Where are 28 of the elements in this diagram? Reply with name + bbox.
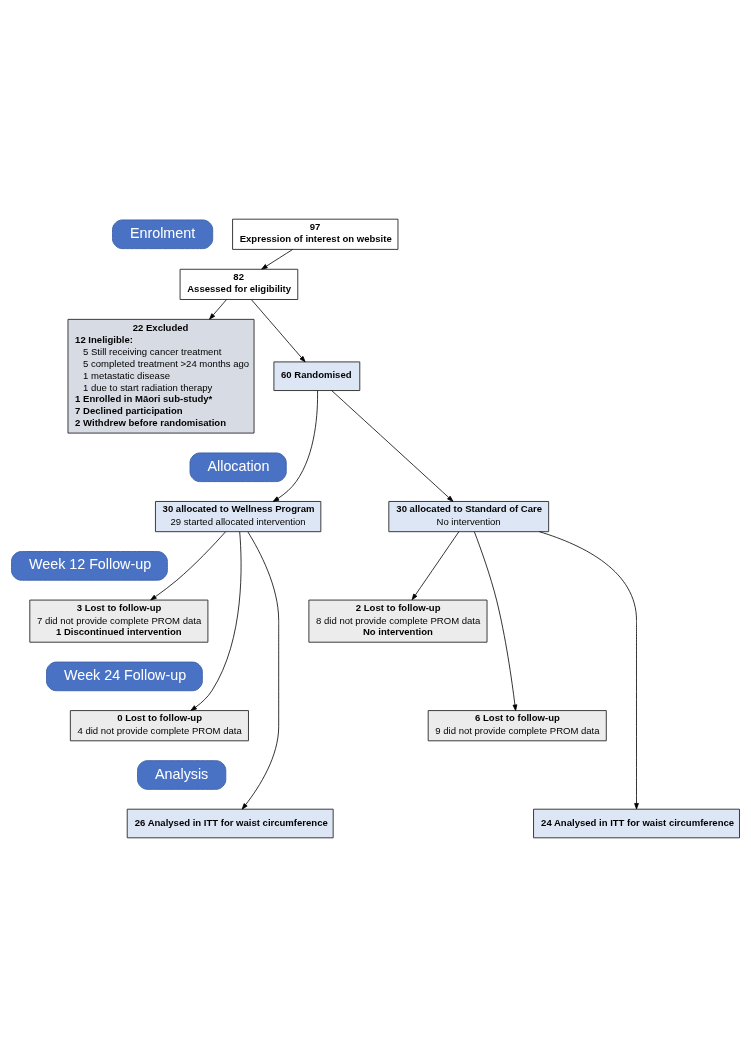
node-box: 22 Excluded 12 Ineligible: 5 Still receiving cancer treatment 5 completed treatment >24 months ago 1 metastatic disease 1 due to start radiation therapy 1 Enrolled in Māori sub-study* 7 Declined participation 2 Withdrew before randomisation — [67, 318, 255, 434]
arrow — [474, 530, 518, 711]
node-box: Enrolment — [112, 219, 214, 249]
arrow — [209, 298, 227, 320]
node-box: 0 Lost to follow-up 4 did not provide complete PROM data — [69, 709, 249, 741]
arrow — [261, 248, 293, 270]
node-box: 2 Lost to follow-up 8 did not provide complete PROM data No intervention — [308, 599, 488, 643]
node-box: 60 Randomised — [273, 360, 361, 391]
node-box: 97 Expression of interest on website — [232, 218, 399, 250]
arrow — [272, 389, 318, 502]
node-box: 24 Analysed in ITT for waist circumference — [533, 808, 740, 838]
node-box: 82 Assessed for eligibility — [179, 268, 299, 300]
arrow — [411, 530, 460, 600]
node-box: 6 Lost to follow-up 9 did not provide complete PROM data — [427, 709, 607, 741]
node-box: 26 Analysed in ITT for waist circumference — [126, 808, 334, 838]
arrow — [331, 389, 454, 502]
arrow — [241, 531, 280, 810]
node-box: 3 Lost to follow-up 7 did not provide complete PROM data 1 Discontinued intervention — [29, 599, 209, 643]
node-box: 30 allocated to Standard of Care No intervention — [388, 500, 550, 532]
node-box: Analysis — [137, 759, 227, 790]
arrow — [251, 298, 306, 362]
node-box: Week 12 Follow-up — [11, 550, 168, 581]
node-box: 30 allocated to Wellness Program 29 started allocated intervention — [154, 500, 322, 532]
arrow — [190, 530, 242, 711]
node-box: Week 24 Follow-up — [46, 661, 203, 691]
arrow — [539, 530, 639, 809]
arrow — [150, 530, 226, 600]
node-box: Allocation — [189, 452, 287, 482]
